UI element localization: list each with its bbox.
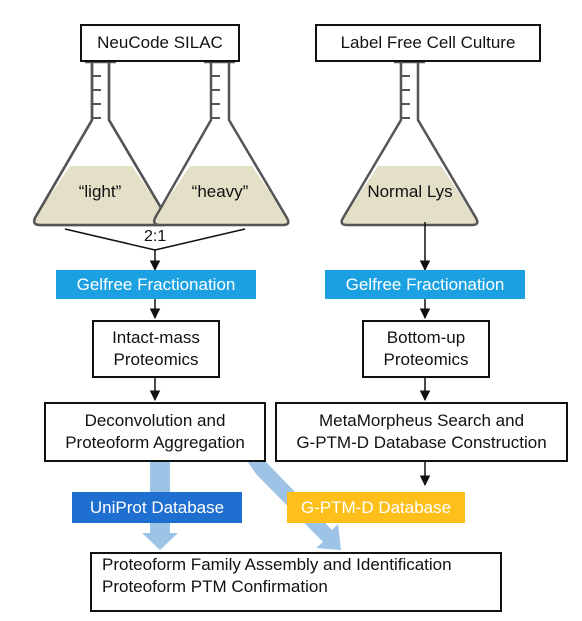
flask-normal-label: Normal Lys (367, 182, 453, 201)
bottom-up-line2: Proteomics (383, 350, 469, 369)
flask-normal-icon (340, 60, 479, 227)
gelfree-fractionation-left: Gelfree Fractionation (56, 270, 256, 299)
merge-lines (64, 228, 246, 251)
intact-mass-line2: Proteomics (113, 350, 199, 369)
flask-heavy-label: “heavy” (191, 182, 249, 201)
deconvolution-box: Deconvolution and Proteoform Aggregation (44, 402, 266, 462)
final-output-box: Proteoform Family Assembly and Identific… (90, 552, 502, 612)
flask-light-label: “light” (78, 182, 122, 201)
metamorpheus-line2: G-PTM-D Database Construction (296, 433, 547, 452)
gelfree-fractionation-right: Gelfree Fractionation (325, 270, 525, 299)
deconvolution-line2: Proteoform Aggregation (65, 433, 245, 452)
bottom-up-proteomics-box: Bottom-up Proteomics (362, 320, 490, 378)
metamorpheus-line1: MetaMorpheus Search and (318, 411, 525, 430)
uniprot-database-label: UniProt Database (72, 492, 242, 523)
header-label-free: Label Free Cell Culture (315, 24, 541, 62)
header-neucode-label: NeuCode SILAC (97, 33, 223, 52)
metamorpheus-box: MetaMorpheus Search and G-PTM-D Database… (275, 402, 568, 462)
gptmd-database-label: G-PTM-D Database (287, 492, 465, 523)
bottom-up-line1: Bottom-up (386, 328, 466, 347)
header-neucode-silac: NeuCode SILAC (80, 24, 240, 62)
intact-mass-proteomics-box: Intact-mass Proteomics (92, 320, 220, 378)
final-line1: Proteoform Family Assembly and Identific… (102, 555, 452, 574)
flow-arrows (149, 222, 431, 487)
flask-heavy-icon (152, 60, 290, 227)
ratio-label: 2:1 (144, 228, 167, 245)
final-line2: Proteoform PTM Confirmation (102, 577, 328, 596)
intact-mass-line1: Intact-mass (112, 328, 200, 347)
header-label-free-label: Label Free Cell Culture (340, 33, 516, 52)
deconvolution-line1: Deconvolution and (84, 411, 226, 430)
